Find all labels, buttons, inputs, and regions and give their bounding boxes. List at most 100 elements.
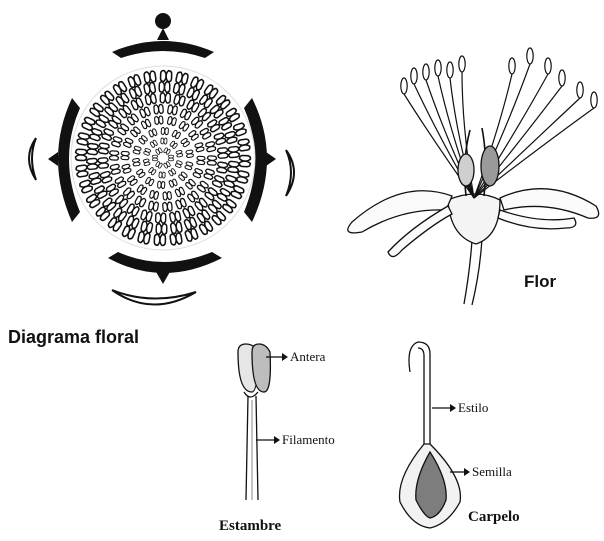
stamen-section bbox=[155, 147, 163, 155]
stamen-section bbox=[193, 168, 204, 179]
stamen-section bbox=[144, 71, 157, 84]
stamen-section bbox=[169, 179, 178, 188]
flower-stamens bbox=[401, 48, 597, 198]
stamen-section bbox=[138, 135, 148, 145]
stamen-section bbox=[127, 113, 140, 126]
stamen-section bbox=[203, 168, 214, 179]
stamen-section bbox=[150, 140, 158, 148]
stamen-section bbox=[112, 81, 127, 96]
sepal-right bbox=[244, 98, 267, 222]
flower-anther bbox=[459, 56, 465, 72]
stamen-section bbox=[154, 104, 164, 114]
stamen-section bbox=[108, 115, 122, 129]
stamen-section bbox=[134, 195, 146, 207]
stamen-section bbox=[161, 138, 167, 144]
stamen-section bbox=[191, 116, 204, 129]
stamen-section bbox=[145, 177, 155, 187]
stamen-section bbox=[141, 119, 152, 130]
stamen-section bbox=[175, 72, 188, 85]
stamen-section bbox=[159, 172, 165, 178]
axis-dot bbox=[155, 13, 171, 29]
stamen-section bbox=[75, 149, 86, 160]
stamen-section bbox=[121, 225, 136, 240]
stamen-section bbox=[163, 147, 171, 155]
stamen-section bbox=[110, 164, 121, 175]
stamen-section bbox=[123, 138, 134, 149]
stamen-section bbox=[217, 148, 228, 159]
stamen-section bbox=[152, 155, 158, 161]
stamen-section bbox=[123, 187, 136, 200]
flower-petal-left bbox=[348, 191, 452, 233]
stamen-section bbox=[204, 187, 218, 201]
flower-anther bbox=[435, 60, 441, 76]
stamen-section bbox=[203, 84, 218, 99]
stamen-section bbox=[173, 94, 185, 106]
stamen-section bbox=[160, 70, 171, 81]
stamen-section bbox=[184, 217, 198, 231]
flower-anther bbox=[591, 92, 597, 108]
stamen-section bbox=[212, 175, 225, 188]
flower-stem bbox=[464, 238, 482, 305]
stamen-section bbox=[236, 170, 249, 183]
stamen-section bbox=[216, 162, 227, 173]
stamen-section bbox=[215, 94, 231, 110]
stamen-section bbox=[87, 143, 99, 155]
stamen-section bbox=[155, 161, 163, 169]
stamen-section bbox=[170, 222, 182, 234]
stamen-section bbox=[101, 128, 114, 141]
stamen-section bbox=[130, 126, 141, 137]
stamen-section bbox=[76, 165, 89, 178]
stamen-section bbox=[143, 148, 151, 156]
stamen-section bbox=[163, 161, 171, 169]
flower-anther bbox=[411, 68, 417, 84]
flower-anther bbox=[577, 82, 583, 98]
stamen-section bbox=[148, 167, 156, 175]
stamen-section bbox=[102, 197, 117, 212]
carpel-detail bbox=[400, 342, 471, 528]
label-diagrama-floral: Diagrama floral bbox=[8, 327, 139, 348]
stamen-section bbox=[185, 161, 194, 170]
stamen-section bbox=[139, 107, 151, 119]
stamen-section bbox=[197, 180, 210, 193]
stamen-section bbox=[178, 121, 189, 132]
stamen-section bbox=[170, 233, 183, 246]
petal-bottom bbox=[112, 290, 196, 305]
stamen-section bbox=[199, 94, 214, 109]
flower-ovary bbox=[448, 194, 500, 244]
floral-diagram bbox=[29, 13, 294, 305]
stamen-section bbox=[154, 116, 163, 125]
stamen-section bbox=[127, 74, 141, 88]
stamen-section bbox=[185, 179, 196, 190]
stamen-section bbox=[186, 150, 194, 158]
label-carpelo: Carpelo bbox=[468, 509, 520, 526]
flower-petal-right bbox=[500, 189, 599, 219]
flower-anther bbox=[401, 78, 407, 94]
stamen-section bbox=[86, 193, 101, 208]
stamen-section bbox=[169, 211, 181, 223]
stamen-section bbox=[205, 141, 216, 152]
stamen-section bbox=[190, 76, 205, 91]
stamen-section bbox=[167, 116, 177, 126]
stamen-section bbox=[169, 141, 177, 149]
stamen-section bbox=[111, 136, 122, 147]
stamen-section bbox=[136, 169, 146, 179]
label-estilo: Estilo bbox=[458, 400, 488, 416]
flower-anther bbox=[423, 64, 429, 80]
stamen-section bbox=[109, 151, 118, 160]
stamen-section bbox=[95, 206, 111, 222]
stamen-section bbox=[159, 82, 170, 93]
flower-anther bbox=[545, 58, 551, 74]
stamen-section bbox=[172, 130, 182, 140]
stamen-detail bbox=[238, 344, 288, 500]
stamen-section bbox=[77, 132, 90, 145]
petal-right bbox=[286, 150, 294, 196]
stamen-section bbox=[175, 160, 183, 168]
label-antera: Antera bbox=[290, 349, 325, 365]
stamen-section bbox=[214, 132, 227, 145]
stamen-section bbox=[87, 158, 98, 169]
stamen-section bbox=[114, 176, 126, 188]
stamen-section bbox=[122, 164, 132, 174]
stamen-section bbox=[163, 202, 173, 212]
